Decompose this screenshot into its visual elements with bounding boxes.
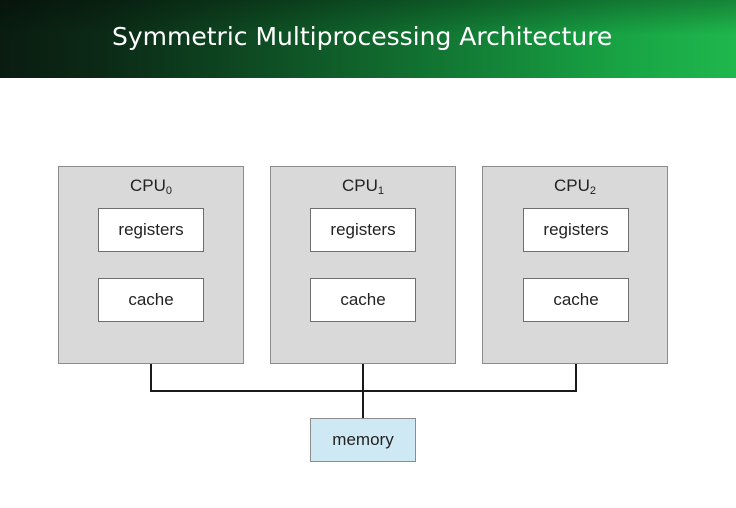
cpu2-box xyxy=(482,166,668,364)
cpu2-registers: registers xyxy=(523,208,629,252)
cpu2-cache: cache xyxy=(523,278,629,322)
cpu1-cache: cache xyxy=(310,278,416,322)
title-bar: Symmetric Multiprocessing Architecture xyxy=(0,0,736,78)
cpu2-label: CPU2 xyxy=(553,176,597,197)
slide-title: Symmetric Multiprocessing Architecture xyxy=(112,22,613,51)
cpu1-box xyxy=(270,166,456,364)
cpu0-box xyxy=(58,166,244,364)
cpu0-label: CPU0 xyxy=(129,176,173,197)
cpu0-cache: cache xyxy=(98,278,204,322)
cpu0-registers: registers xyxy=(98,208,204,252)
cpu1-registers: registers xyxy=(310,208,416,252)
cpu1-label: CPU1 xyxy=(341,176,385,197)
memory-box: memory xyxy=(310,418,416,462)
